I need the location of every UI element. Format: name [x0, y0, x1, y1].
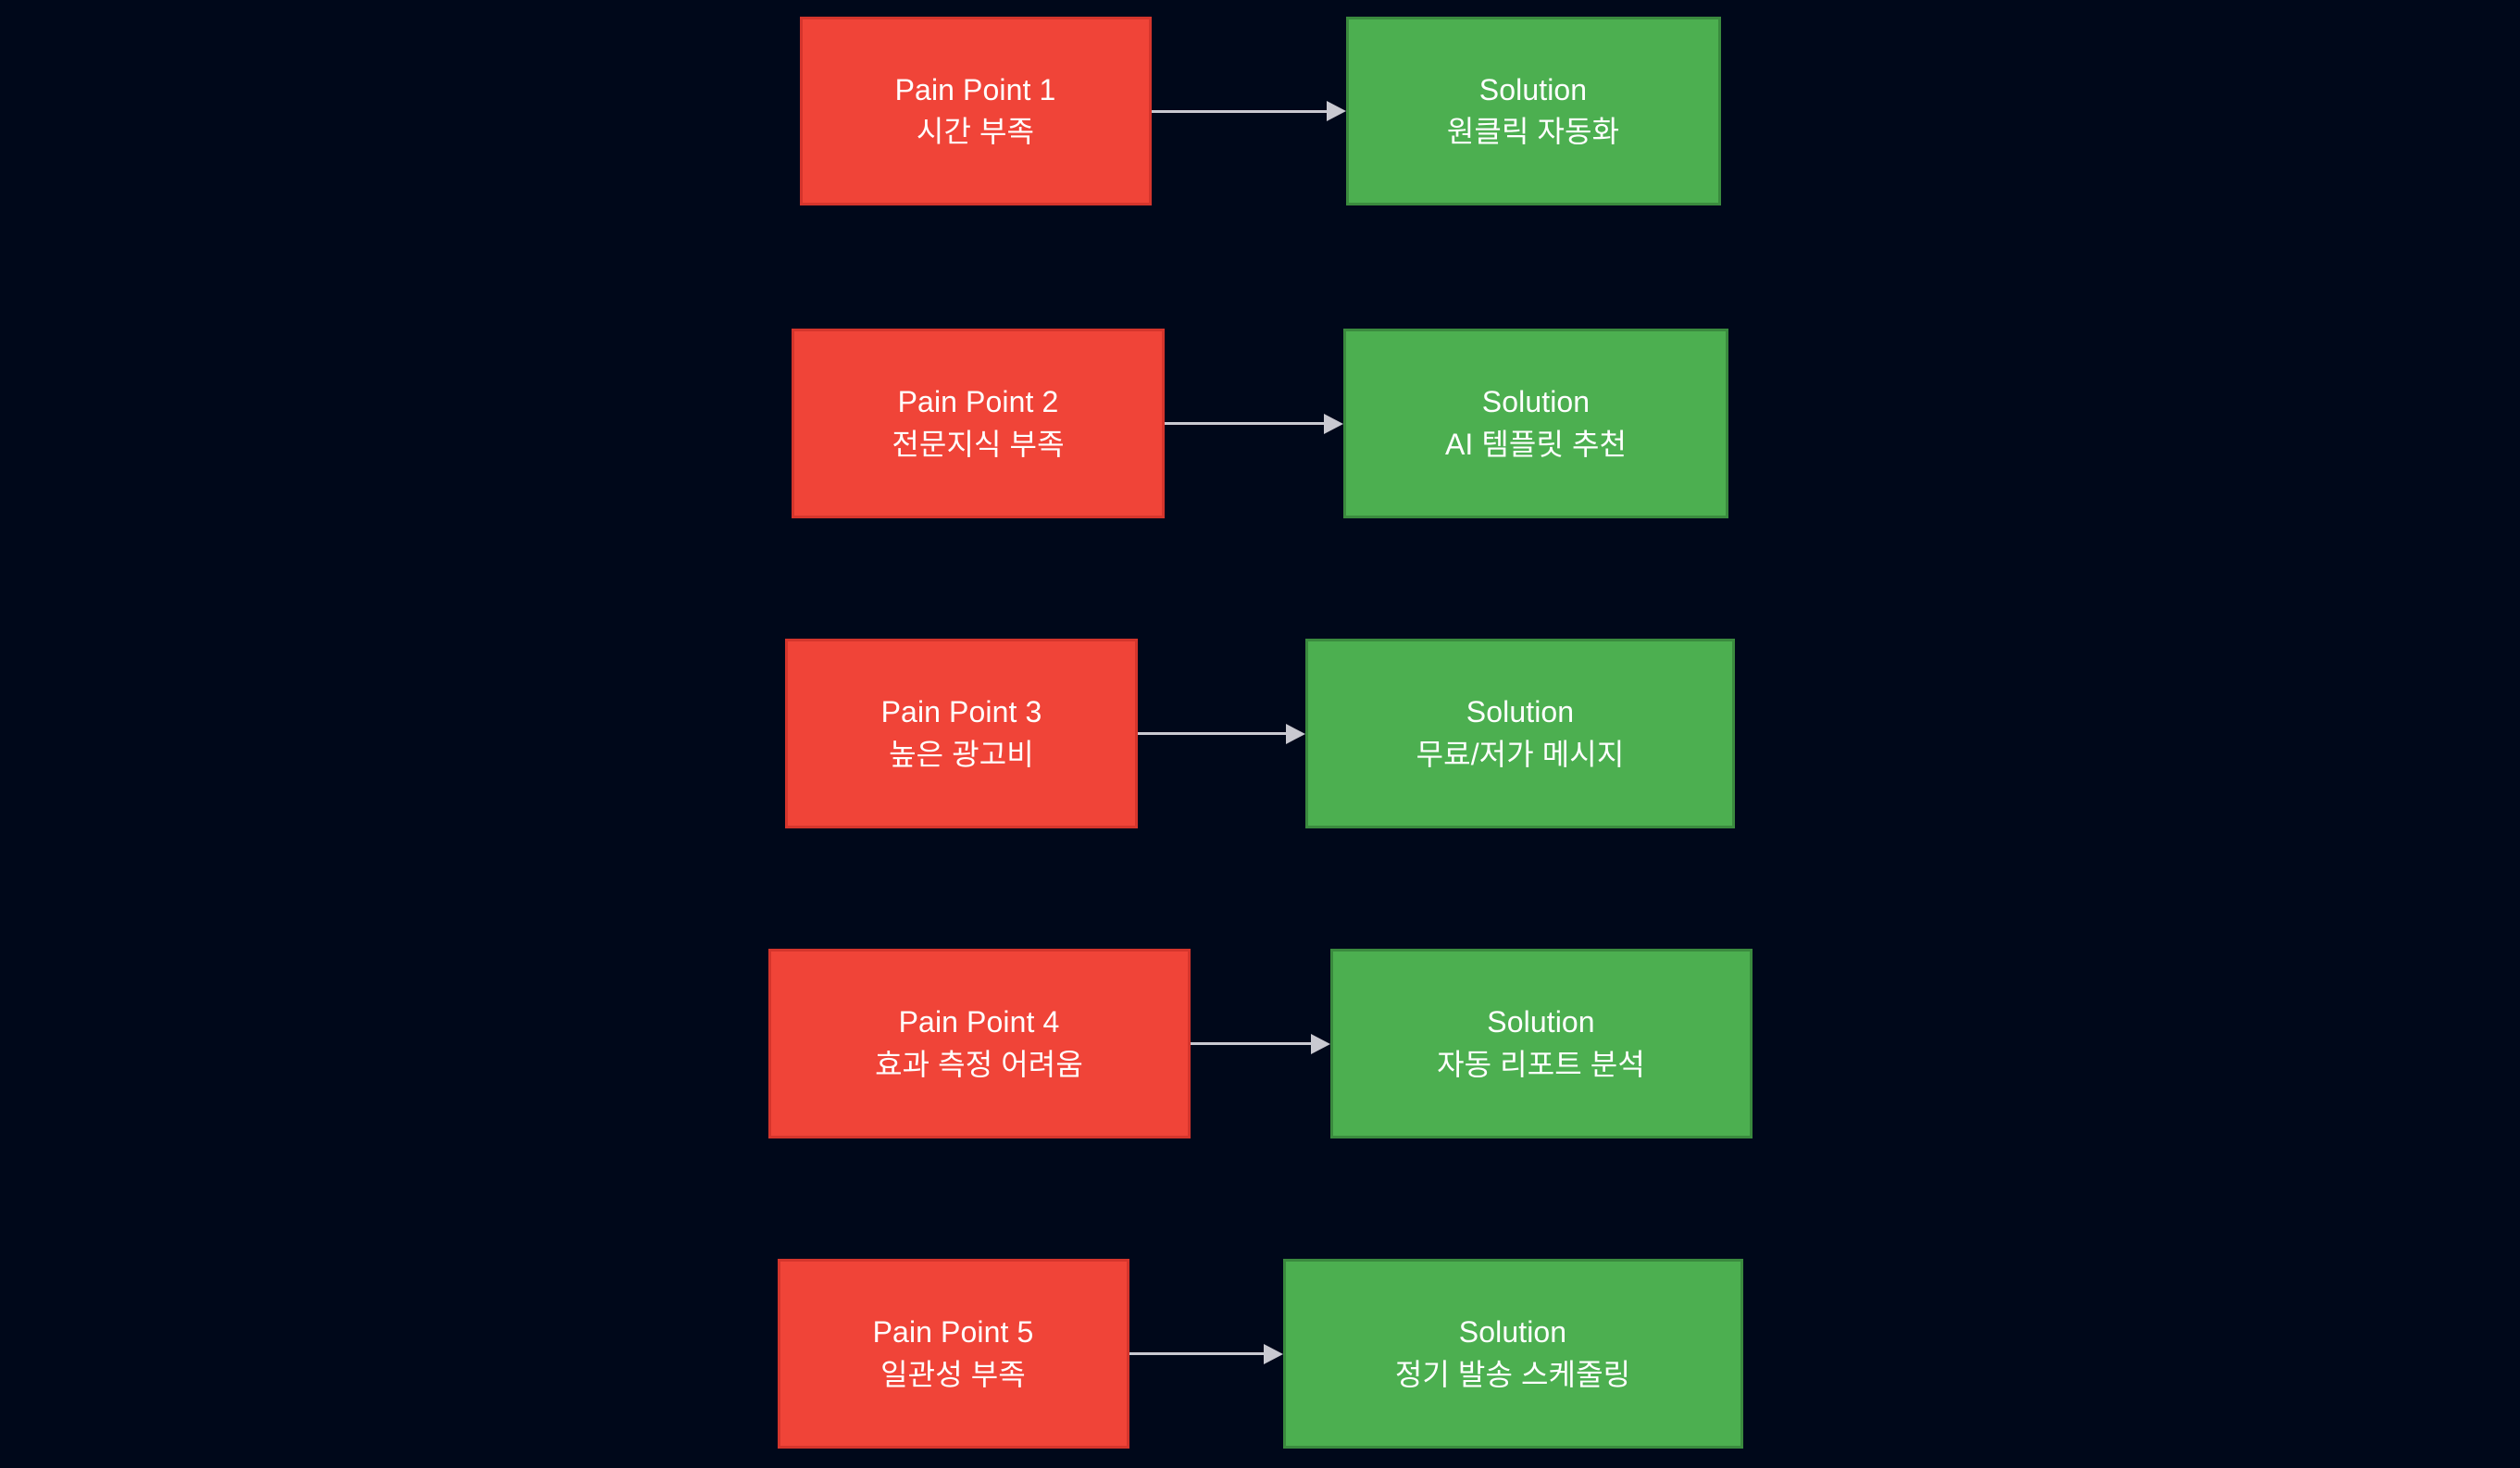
solution-title-1: Solution — [1478, 72, 1588, 106]
pain-point-node-4[interactable]: Pain Point 4 효과 측정 어려움 — [767, 949, 1191, 1138]
pain-point-detail-5: 일관성 부족 — [880, 1357, 1026, 1391]
arrow-head-icon-3 — [1286, 723, 1305, 744]
solution-detail-1: 원클릭 자동화 — [1446, 115, 1620, 148]
arrow-connector-1 — [1151, 93, 1346, 130]
pain-point-detail-1: 시간 부족 — [916, 115, 1035, 148]
arrow-connector-4 — [1190, 1026, 1330, 1063]
pain-point-node-1[interactable]: Pain Point 1 시간 부족 — [799, 17, 1152, 205]
pain-point-title-4: Pain Point 4 — [898, 1005, 1060, 1039]
arrow-connector-2 — [1165, 405, 1343, 442]
solution-node-4[interactable]: Solution 자동 리포트 분석 — [1329, 949, 1753, 1138]
arrow-line-5 — [1129, 1352, 1265, 1355]
arrow-line-4 — [1190, 1042, 1312, 1045]
arrow-connector-3 — [1138, 715, 1305, 753]
pain-point-detail-2: 전문지식 부족 — [892, 427, 1065, 461]
solution-detail-3: 무료/저가 메시지 — [1416, 737, 1625, 771]
pain-point-title-3: Pain Point 3 — [880, 695, 1042, 729]
solution-detail-5: 정기 발송 스케줄링 — [1394, 1357, 1631, 1391]
solution-title-4: Solution — [1487, 1005, 1595, 1039]
diagram-row-4: Pain Point 4 효과 측정 어려움 Solution 자동 리포트 분… — [0, 949, 2520, 1138]
solution-title-2: Solution — [1481, 385, 1591, 419]
arrow-head-icon-4 — [1310, 1033, 1330, 1054]
pain-point-title-1: Pain Point 1 — [894, 72, 1056, 106]
solution-node-1[interactable]: Solution 원클릭 자동화 — [1345, 17, 1721, 205]
diagram-row-1: Pain Point 1 시간 부족 Solution 원클릭 자동화 — [0, 17, 2520, 205]
pain-point-node-2[interactable]: Pain Point 2 전문지식 부족 — [792, 329, 1165, 518]
solution-detail-4: 자동 리포트 분석 — [1437, 1047, 1645, 1081]
pain-point-detail-3: 높은 광고비 — [889, 737, 1034, 771]
arrow-head-icon-5 — [1263, 1343, 1283, 1364]
pain-point-detail-4: 효과 측정 어려움 — [875, 1047, 1083, 1081]
arrow-line-2 — [1165, 422, 1325, 425]
pain-point-node-5[interactable]: Pain Point 5 일관성 부족 — [777, 1259, 1129, 1449]
solution-title-3: Solution — [1466, 695, 1575, 729]
solution-node-5[interactable]: Solution 정기 발송 스케줄링 — [1282, 1259, 1743, 1449]
arrow-head-icon-1 — [1326, 101, 1346, 121]
arrow-head-icon-2 — [1324, 413, 1343, 434]
pain-point-title-5: Pain Point 5 — [872, 1315, 1034, 1350]
solution-title-5: Solution — [1458, 1315, 1567, 1350]
solution-node-3[interactable]: Solution 무료/저가 메시지 — [1305, 639, 1735, 828]
arrow-line-3 — [1138, 732, 1287, 735]
solution-detail-2: AI 템플릿 추천 — [1444, 427, 1628, 461]
arrow-line-1 — [1151, 109, 1328, 113]
diagram-row-3: Pain Point 3 높은 광고비 Solution 무료/저가 메시지 — [0, 639, 2520, 828]
pain-point-title-2: Pain Point 2 — [897, 385, 1059, 419]
diagram-row-5: Pain Point 5 일관성 부족 Solution 정기 발송 스케줄링 — [0, 1259, 2520, 1449]
pain-point-node-3[interactable]: Pain Point 3 높은 광고비 — [785, 639, 1138, 828]
diagram-row-2: Pain Point 2 전문지식 부족 Solution AI 템플릿 추천 — [0, 329, 2520, 518]
solution-node-2[interactable]: Solution AI 템플릿 추천 — [1343, 329, 1728, 518]
arrow-connector-5 — [1129, 1336, 1283, 1373]
